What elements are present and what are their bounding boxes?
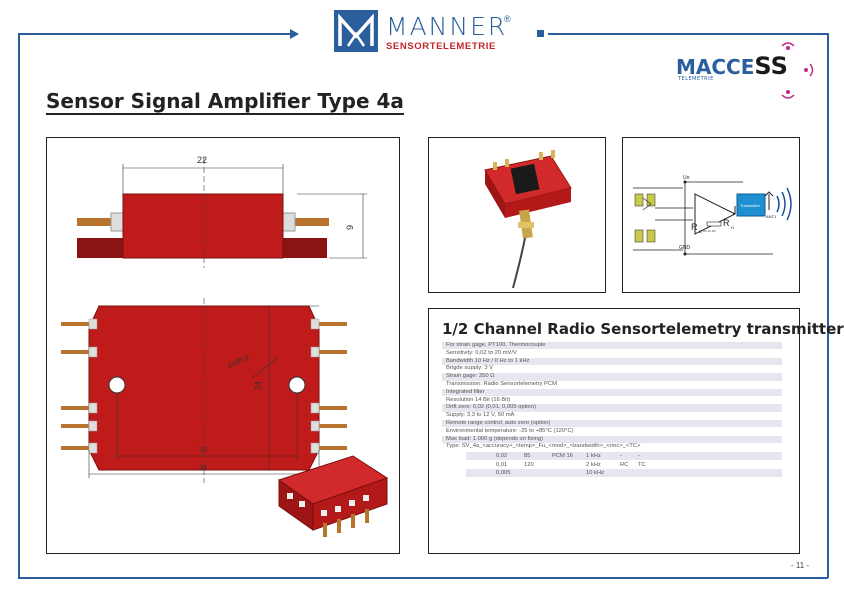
brand-subtitle: SENSORTELEMETRIE [386, 41, 496, 52]
spec-table-row: 0,01 120 2 kHz RC TC [466, 461, 782, 469]
schematic-panel: Transmitter ANT1 Uo GND R f2 R f1 R0 10 … [622, 137, 800, 293]
dim-height: 9 [345, 225, 355, 230]
technical-drawing-panel: 22 9 2xØ3,2 34 [46, 137, 400, 554]
spec-line: Integrated filter [442, 388, 782, 397]
mounting-hole-right [288, 376, 306, 394]
r2-sub: f2 [699, 229, 703, 234]
spec-table-cell: TC [638, 461, 646, 468]
transmitter-label: Transmitter [740, 203, 761, 208]
brand-registered: ® [504, 14, 511, 24]
spec-table-cell: 0,02 [496, 453, 508, 460]
frame-top-left [18, 33, 292, 35]
frame-right [827, 33, 829, 578]
ant-label: ANT1 [766, 214, 777, 219]
arrow-right-icon [290, 29, 299, 39]
pin-left [77, 218, 117, 226]
page-title: Sensor Signal Amplifier Type 4a [46, 89, 404, 113]
amplifier-3d-render [277, 455, 389, 537]
spec-line: Type: SV_4a_<accuracy>_<temp>_Fu_<mod>_<… [446, 443, 641, 450]
spec-table-cell: 10 kHz [586, 470, 605, 477]
spec-table-cell: PCM 16 [552, 453, 573, 460]
maccess-logo: MACCESS TELEMETRIE [676, 52, 788, 82]
dim-inner-width: 28 [199, 447, 207, 454]
brand-name: MANNER [386, 12, 508, 41]
spec-line: Environmental temperature: -25 to +85°C … [446, 427, 574, 434]
dim-top-width: 22 [197, 155, 207, 165]
spec-table-cell: 85 [524, 453, 531, 460]
signal-wave-2 [781, 191, 786, 217]
spec-title: 1/2 Channel Radio Sensortelemetry transm… [442, 320, 844, 338]
spec-line: Strain gage: 350 Ω [442, 373, 782, 381]
transmitter-block [736, 193, 766, 217]
signal-wave-1 [776, 195, 780, 213]
square-marker-icon [537, 30, 544, 37]
product-photo-panel [428, 137, 606, 293]
spec-line: Remote range control, auto zero (option) [442, 420, 782, 428]
amplifier-photo [484, 150, 572, 289]
gnd-label: GND [679, 245, 691, 251]
spec-line: Sensitivity: 0,02 to 20 mV/V [446, 349, 517, 356]
r1-label: R [723, 218, 730, 228]
spec-line: Max load: 1.000 g (depends on fixing) [442, 435, 782, 443]
pin-right [289, 218, 329, 226]
spec-table-cell: 0,005 [496, 470, 511, 477]
wireless-signal-icon [781, 42, 814, 99]
spec-line: Drift zero: 0,02 (0,01, 0,005 option) [442, 404, 782, 412]
uo-label: Uo [683, 175, 690, 181]
pin-row-right [310, 318, 347, 454]
dim-side: 34 [254, 381, 263, 390]
spec-line: For strain gage, PT100, Thermocouple [442, 342, 782, 350]
spec-table-cell: - [638, 453, 640, 460]
frame-top-right [548, 33, 828, 35]
mounting-hole-left [108, 376, 126, 394]
r2-label: R [691, 222, 698, 232]
spec-table-cell: - [620, 453, 622, 460]
dim-outer-width: 34 [199, 465, 207, 472]
spec-line: Bandwidth 10 Hz / 0 Hz to 1 kHz [442, 357, 782, 365]
spec-table-cell: RC [620, 461, 629, 468]
frame-bottom [18, 577, 828, 579]
frame-left [18, 33, 20, 578]
maccess-logo-sub: TELEMETRIE [678, 76, 714, 82]
manner-logo-icon [334, 10, 378, 52]
spec-line: Transmission: Radio Sensortelemetry PCM [446, 381, 557, 387]
technical-drawing: 22 9 2xØ3,2 34 [61, 155, 389, 537]
spec-table-cell: 1 kHz [586, 453, 601, 460]
signal-wave-3 [786, 187, 792, 221]
spec-table-row: 0,005 10 kHz [466, 469, 782, 478]
spec-table-row: 0,02 85 PCM 16 1 kHz - - [466, 452, 782, 461]
spec-line: Brigde supply: 3 V [446, 365, 494, 372]
pin-cap-right [282, 212, 296, 232]
r1-sub: f1 [731, 225, 735, 230]
pin-row-left [61, 318, 98, 454]
spec-table-cell: 120 [524, 461, 534, 468]
amp-note: R0 10 R0 [703, 229, 716, 233]
amplifier-body-side [122, 193, 284, 259]
page-number: - 11 - [791, 561, 810, 570]
spec-line: Resolution 14 Bit (16 Bit) [446, 396, 511, 403]
spec-table-cell: 2 kHz [586, 461, 601, 468]
circuit-schematic: Transmitter ANT1 Uo GND R f2 R f1 R0 10 … [633, 175, 792, 256]
spec-table-cell: 0,01 [496, 461, 508, 468]
pin-cap-left [110, 212, 124, 232]
maccess-logo-text: MACCESS [676, 52, 788, 80]
spec-line: Supply: 3,3 to 12 V, 50 mA [446, 412, 515, 419]
